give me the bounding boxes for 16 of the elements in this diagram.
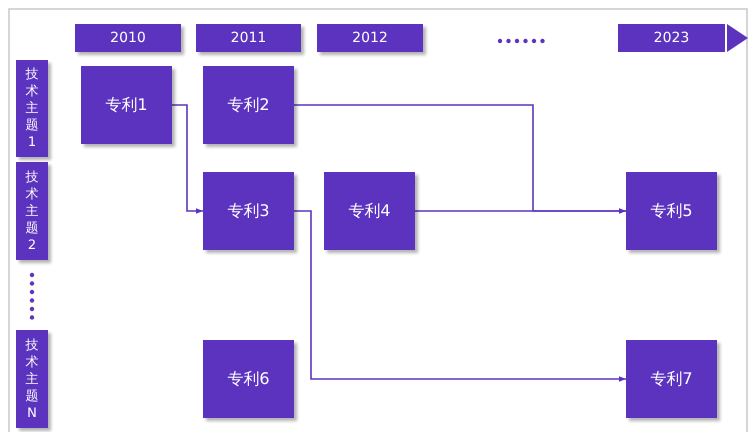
topic-box: 技术主题1: [16, 60, 48, 157]
patent-box: 专利6: [203, 340, 294, 418]
patent-box: 专利3: [203, 172, 294, 250]
topic-box: 技术主题2: [16, 162, 48, 260]
patent-box: 专利1: [81, 66, 172, 144]
patent-box: 专利7: [626, 340, 717, 418]
year-box: 2012: [317, 24, 423, 52]
patent-box: 专利5: [626, 172, 717, 250]
year-box: 2011: [196, 24, 301, 52]
arrow: [172, 104, 203, 214]
patent-box: 专利4: [324, 172, 415, 250]
arrow: [415, 208, 626, 214]
patent-box: 专利2: [203, 66, 294, 144]
topic-box: 技术主题N: [16, 330, 48, 428]
arrow: [294, 210, 626, 382]
year-box: 2010: [75, 24, 181, 52]
